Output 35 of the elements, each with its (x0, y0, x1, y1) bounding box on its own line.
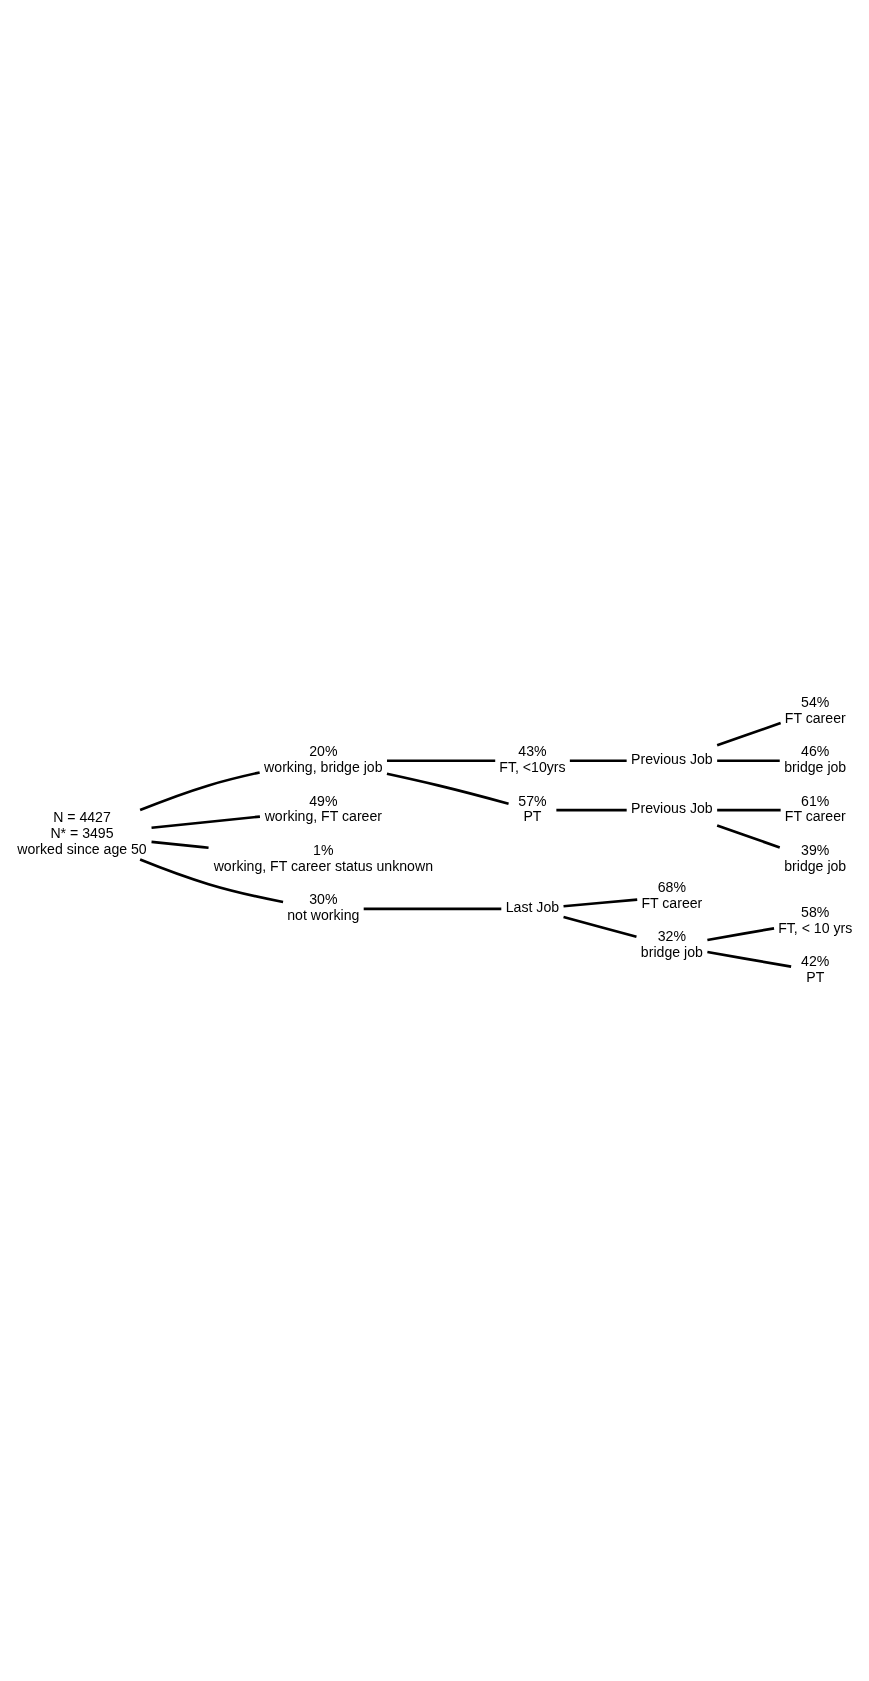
node-text: 57% PT (518, 792, 547, 824)
connector (556, 808, 627, 811)
node-text: Previous Job (631, 799, 713, 816)
connector (717, 808, 781, 811)
node-text: Previous Job (631, 750, 713, 767)
connector (569, 758, 627, 762)
node-text: Last Job (505, 898, 560, 915)
node-text: 46% bridge job (784, 742, 847, 775)
node-text: 43% FT, <10yrs (499, 742, 566, 775)
connector (139, 857, 284, 903)
connector (707, 950, 792, 968)
connector (151, 814, 261, 829)
connector (716, 721, 782, 746)
connector (563, 897, 638, 908)
node-text: N = 4427 N* = 3495 worked since age 50 (17, 808, 147, 857)
node-text: 39% bridge job (784, 841, 847, 874)
node-text: 20% working, bridge job (264, 742, 383, 775)
node-text: 54% FT career (784, 693, 846, 726)
node-text: 61% FT career (784, 792, 846, 824)
node-text: 42% PT (801, 952, 830, 985)
node-text: 1% working, FT career status unknown (213, 841, 433, 874)
connector (717, 758, 780, 762)
node-text: 49% working, FT career (264, 792, 382, 824)
connector (387, 758, 496, 762)
node-text: 32% bridge job (640, 927, 703, 960)
connector (386, 772, 509, 805)
connector (716, 823, 781, 849)
connector (707, 926, 775, 941)
connector (563, 915, 637, 938)
connector (363, 907, 502, 910)
connector (151, 840, 209, 849)
node-text: 58% FT, < 10 yrs (778, 903, 853, 936)
node-text: 30% not working (287, 890, 360, 923)
node-text: 68% FT career (641, 878, 703, 911)
connector (139, 770, 260, 811)
